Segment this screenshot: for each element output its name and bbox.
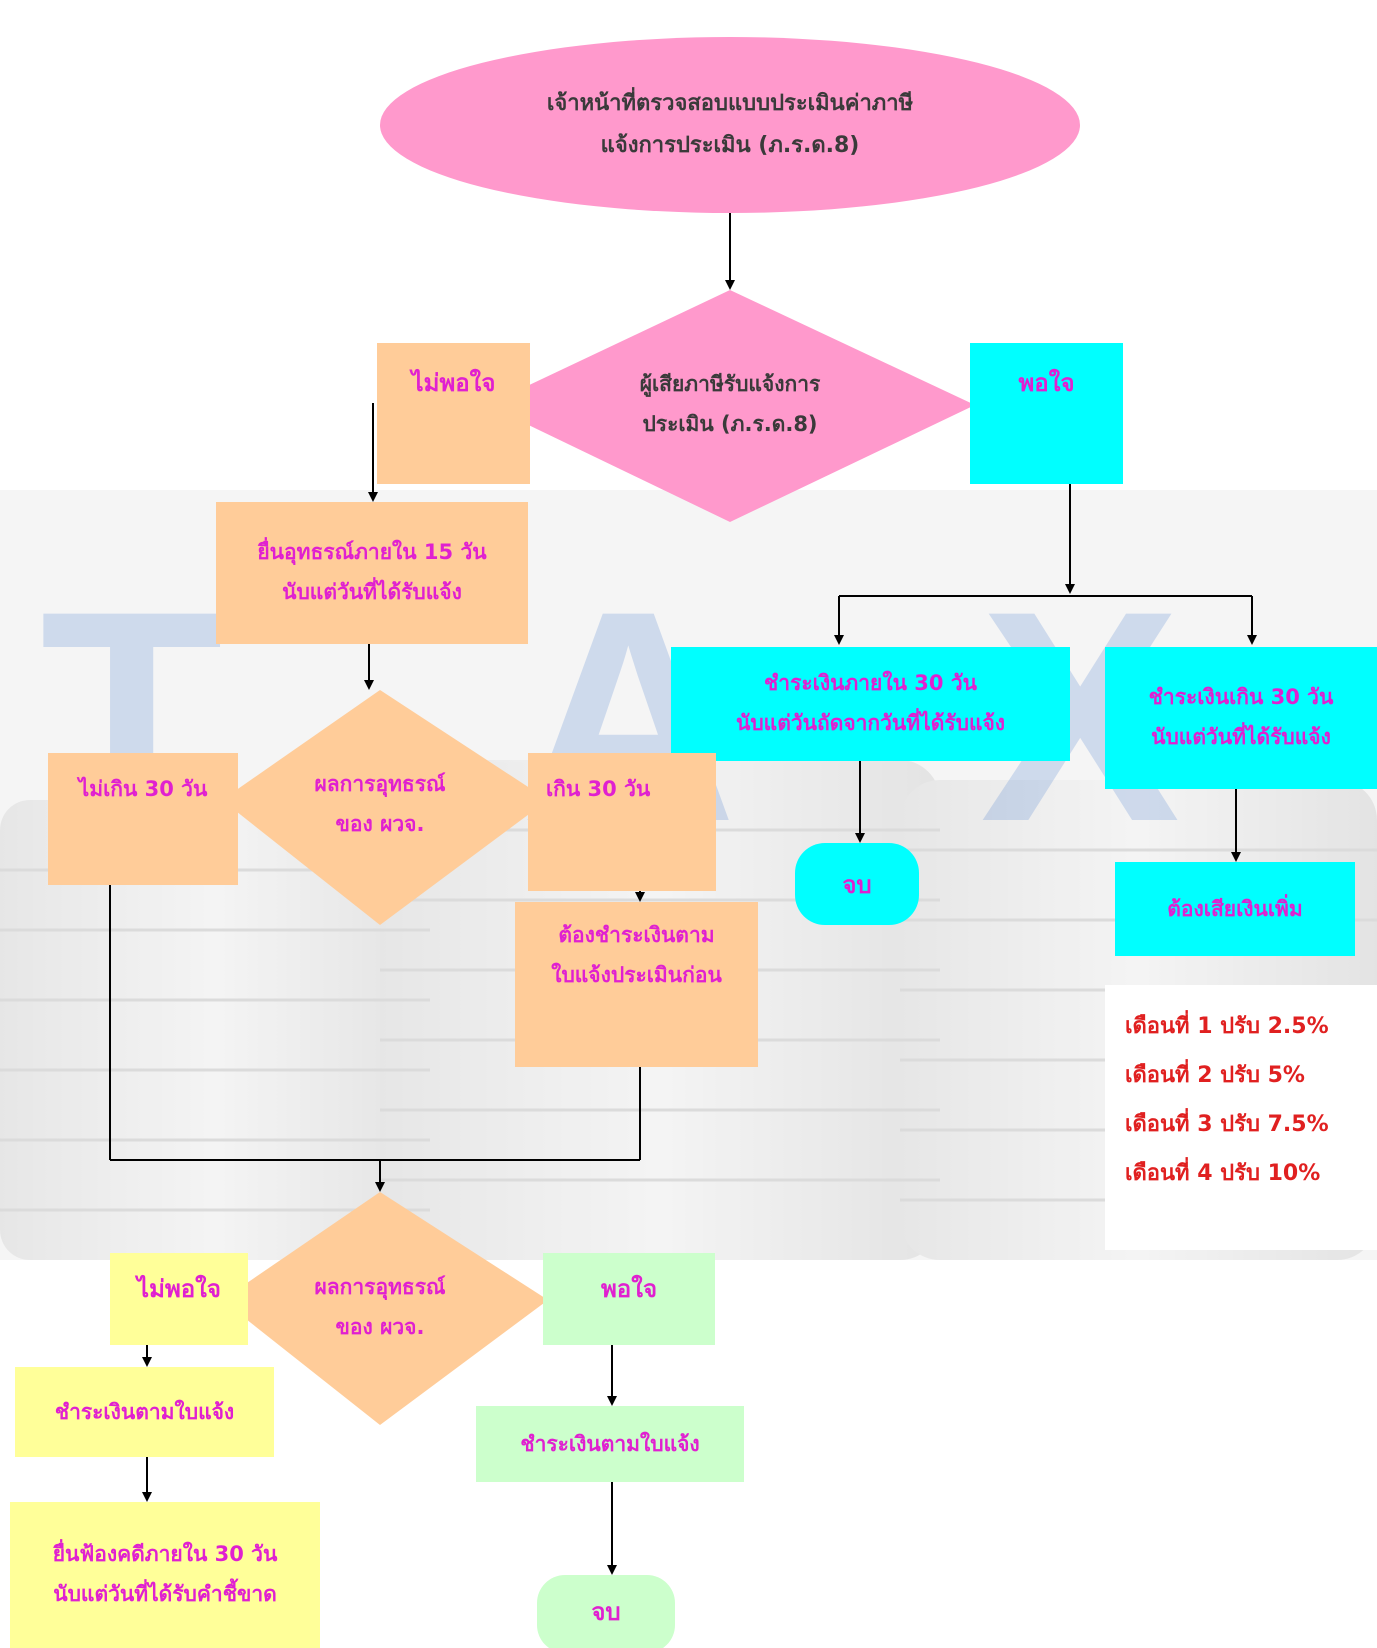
not-satisfied-label-1: ไม่พอใจ	[411, 369, 496, 397]
start-line-1: เจ้าหน้าที่ตรวจสอบแบบประเมินค่าภาษี	[546, 91, 914, 117]
satisfied-label-2: พอใจ	[600, 1275, 657, 1303]
decision-1-line-1: ผู้เสียภาษีรับแจ้งการ	[639, 372, 821, 397]
penalty-month-4: เดือนที่ 4 ปรับ 10%	[1125, 1161, 1321, 1186]
pay-over-line-2: นับแต่วันที่ได้รับแจ้ง	[1151, 725, 1331, 749]
pay-first-line-1: ต้องชำระเงินตาม	[558, 923, 715, 947]
decision-diamond-3	[222, 1192, 548, 1425]
decision-3-line-1: ผลการอุทธรณ์	[314, 1275, 446, 1300]
satisfied-label-1: พอใจ	[1018, 369, 1075, 397]
end-terminal-right	[795, 843, 919, 925]
pay-first-box: ต้องชำระเงินตาม ใบแจ้งประเมินก่อน	[515, 902, 758, 1067]
end-terminal-bottom	[537, 1575, 675, 1648]
decision-2-text: ผลการอุทธรณ์ ของ ผวจ.	[270, 755, 490, 855]
penalty-month-3: เดือนที่ 3 ปรับ 7.5%	[1125, 1112, 1329, 1137]
decision-2-line-2: ของ ผวจ.	[335, 812, 425, 836]
not-satisfied-box-2: ไม่พอใจ	[110, 1253, 248, 1345]
end-bottom-label: จบ	[591, 1598, 621, 1626]
pay-over-30-box: ชำระเงินเกิน 30 วัน นับแต่วันที่ได้รับแจ…	[1105, 647, 1377, 789]
surcharge-label: ต้องเสียเงินเพิ่ม	[1167, 896, 1303, 921]
over-30-days-label: เกิน 30 วัน	[546, 777, 651, 801]
decision-1-text: ผู้เสียภาษีรับแจ้งการ ประเมิน (ภ.ร.ด.8)	[560, 345, 900, 465]
start-ellipse	[380, 37, 1080, 213]
start-node: เจ้าหน้าที่ตรวจสอบแบบประเมินค่าภาษี แจ้ง…	[380, 60, 1080, 190]
satisfied-box-2: พอใจ	[543, 1253, 715, 1345]
surcharge-box: ต้องเสียเงินเพิ่ม	[1115, 862, 1355, 956]
pay-within-line-2: นับแต่วันถัดจากวันที่ได้รับแจ้ง	[735, 711, 1006, 735]
decision-3-line-2: ของ ผวจ.	[335, 1315, 425, 1339]
pay-within-line-1: ชำระเงินภายใน 30 วัน	[764, 671, 977, 696]
pay-within-30-box: ชำระเงินภายใน 30 วัน นับแต่วันถัดจากวันท…	[671, 647, 1070, 761]
penalty-month-2: เดือนที่ 2 ปรับ 5%	[1125, 1063, 1305, 1088]
pay-notice-left-label: ชำระเงินตามใบแจ้ง	[54, 1399, 235, 1424]
end-right-label: จบ	[842, 870, 872, 899]
pay-notice-left-box: ชำระเงินตามใบแจ้ง	[15, 1367, 274, 1457]
pay-first-line-2: ใบแจ้งประเมินก่อน	[551, 962, 722, 987]
appeal-box: ยื่นอุทธรณ์ภายใน 15 วัน นับแต่วันที่ได้ร…	[216, 502, 528, 644]
end-right-text: จบ	[795, 843, 919, 925]
pay-over-line-1: ชำระเงินเกิน 30 วัน	[1148, 685, 1334, 710]
within-30-days-label: ไม่เกิน 30 วัน	[78, 777, 208, 801]
decision-diamond-1	[487, 290, 975, 522]
decision-1-line-2: ประเมิน (ภ.ร.ด.8)	[642, 412, 818, 436]
appeal-line-1: ยื่นอุทธรณ์ภายใน 15 วัน	[257, 540, 487, 565]
penalty-list: เดือนที่ 1 ปรับ 2.5% เดือนที่ 2 ปรับ 5% …	[1125, 1002, 1329, 1198]
lawsuit-box: ยื่นฟ้องคดีภายใน 30 วัน นับแต่วันที่ได้ร…	[10, 1502, 320, 1648]
start-line-2: แจ้งการประเมิน (ภ.ร.ด.8)	[600, 133, 860, 158]
not-satisfied-label-2: ไม่พอใจ	[137, 1275, 221, 1303]
satisfied-box-1: พอใจ	[970, 343, 1123, 484]
pay-notice-right-label: ชำระเงินตามใบแจ้ง	[520, 1431, 700, 1456]
within-30-days-box: ไม่เกิน 30 วัน	[48, 753, 238, 885]
end-bottom-text: จบ	[537, 1575, 675, 1648]
lawsuit-line-2: นับแต่วันที่ได้รับคำชี้ขาด	[53, 1582, 277, 1606]
penalty-panel	[1105, 985, 1377, 1250]
decision-3-text: ผลการอุทธรณ์ ของ ผวจ.	[270, 1258, 490, 1358]
not-satisfied-box-1: ไม่พอใจ	[377, 343, 530, 484]
appeal-line-2: นับแต่วันที่ได้รับแจ้ง	[282, 580, 462, 604]
pay-notice-right-box: ชำระเงินตามใบแจ้ง	[476, 1406, 744, 1482]
over-30-days-box: เกิน 30 วัน	[528, 753, 716, 891]
lawsuit-line-1: ยื่นฟ้องคดีภายใน 30 วัน	[52, 1542, 278, 1567]
decision-2-line-1: ผลการอุทธรณ์	[314, 772, 446, 797]
decision-diamond-2	[222, 690, 548, 925]
penalty-month-1: เดือนที่ 1 ปรับ 2.5%	[1125, 1014, 1329, 1039]
